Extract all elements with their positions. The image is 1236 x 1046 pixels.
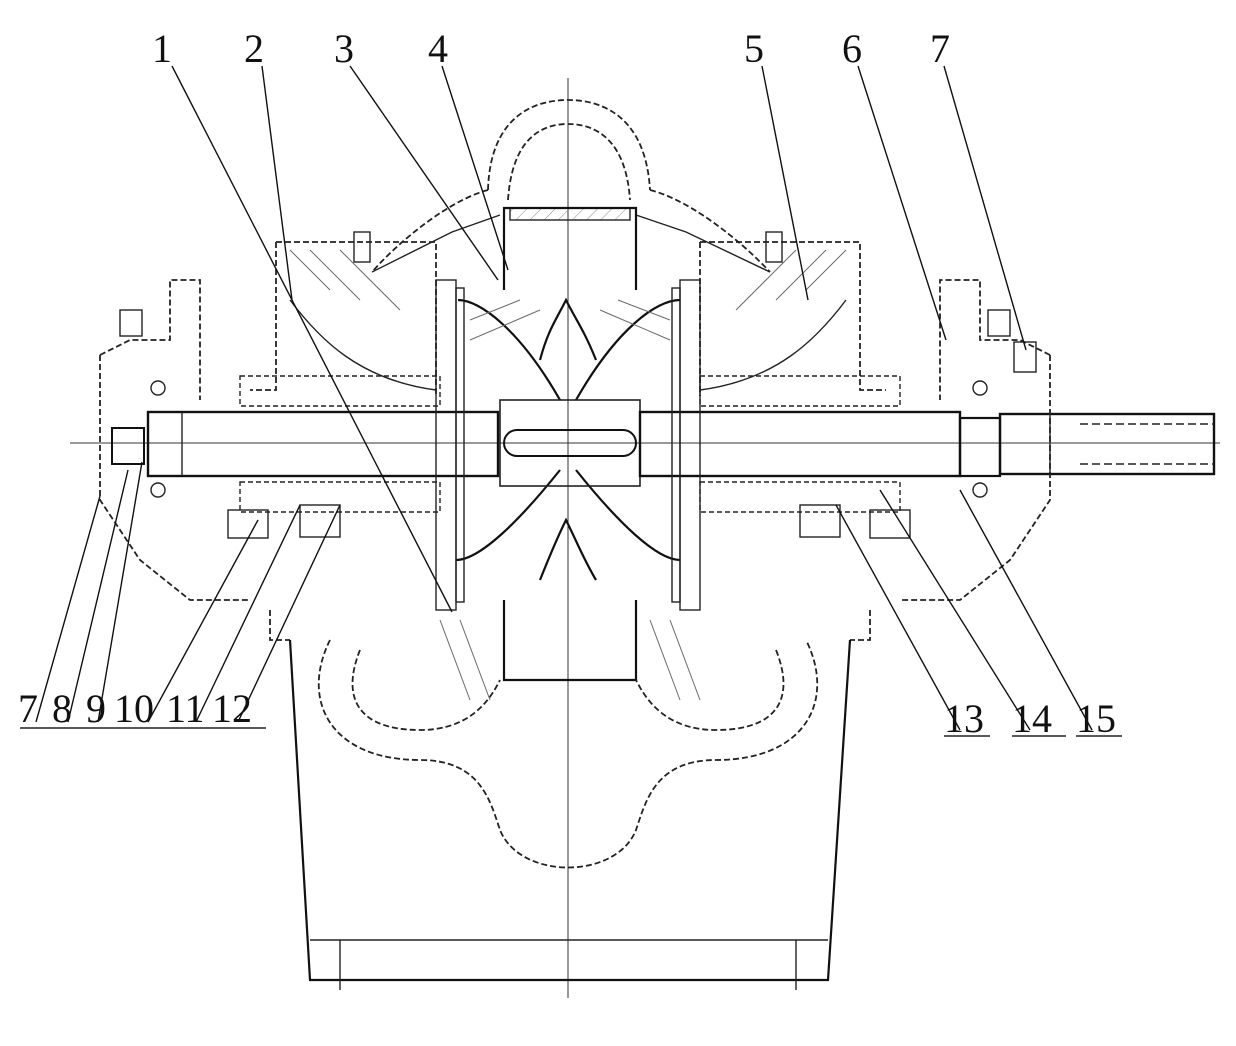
label-1: 1: [152, 26, 172, 71]
pump-shaft: [146, 410, 1216, 478]
leader-6: [857, 65, 947, 341]
center-lines: [70, 78, 1220, 998]
leader-3: [349, 65, 499, 281]
label-7-bottom: 7: [18, 686, 38, 731]
leader-12: [237, 504, 341, 723]
leader-14: [879, 489, 1031, 731]
left-bearing-housing: [99, 279, 341, 601]
top-labels: 1 2 3 4 5 6 7: [152, 26, 950, 71]
label-13: 13: [944, 696, 984, 741]
label-2: 2: [244, 26, 264, 71]
label-7-top: 7: [930, 26, 950, 71]
leader-1: [171, 65, 453, 613]
right-casing-cover: [699, 231, 901, 513]
leader-13: [835, 504, 961, 731]
leader-4: [441, 65, 509, 271]
bottom-leader-lines: [20, 461, 1122, 737]
leader-8: [67, 469, 129, 723]
wear-plates: [435, 279, 701, 611]
leader-9: [97, 461, 143, 723]
label-3: 3: [334, 26, 354, 71]
bottom-labels: 7 8 9 10 11 12 13 14 15: [18, 686, 1116, 741]
leader-7-top: [943, 65, 1027, 351]
label-5: 5: [744, 26, 764, 71]
leader-5: [761, 65, 809, 301]
leader-15: [959, 489, 1093, 731]
leader-2: [261, 65, 293, 301]
leader-10: [147, 519, 259, 723]
leader-7-bottom: [35, 495, 101, 723]
leader-11: [195, 504, 301, 723]
left-casing-cover: [239, 231, 441, 513]
label-11: 11: [166, 686, 205, 731]
label-15: 15: [1076, 696, 1116, 741]
label-12: 12: [212, 686, 252, 731]
label-6: 6: [842, 26, 862, 71]
label-10: 10: [114, 686, 154, 731]
label-8: 8: [52, 686, 72, 731]
lower-casing: [269, 610, 871, 990]
volute-casing-upper: [371, 99, 771, 273]
label-14: 14: [1012, 696, 1052, 741]
right-bearing-housing: [799, 279, 1051, 601]
top-leader-lines: [171, 65, 1027, 613]
label-9: 9: [86, 686, 106, 731]
label-4: 4: [428, 26, 448, 71]
